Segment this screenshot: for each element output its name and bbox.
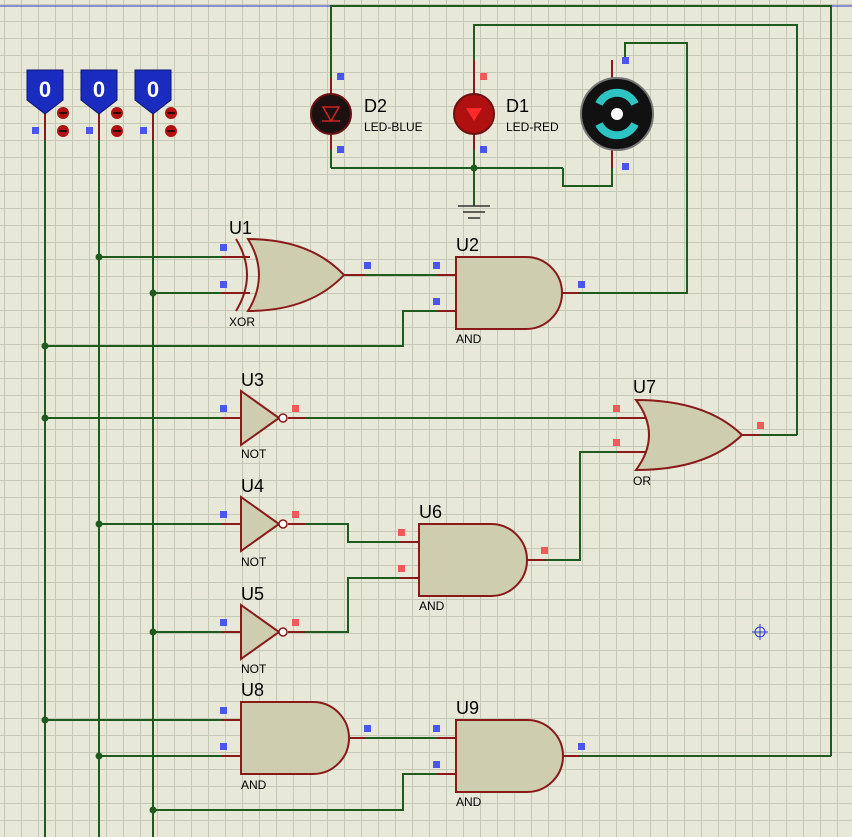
ref-label: U7 [633,377,656,397]
type-label: AND [241,778,267,792]
toggle-state: 0 [39,77,51,102]
type-label: OR [633,474,651,488]
logic-toggle-1[interactable]: 0 [26,69,69,140]
type-label: XOR [229,315,255,329]
type-label: AND [456,795,482,809]
type-label: NOT [241,555,267,569]
gate-u7-or[interactable]: U7 OR [613,377,764,488]
type-label: NOT [241,662,267,676]
ref-label: U9 [456,698,479,718]
ref-label: U3 [241,370,264,390]
led-d1[interactable]: D1 LED-RED [453,60,559,153]
logic-toggle-3[interactable]: 0 [134,69,177,140]
ref-label: U8 [241,680,264,700]
gate-u3-not[interactable]: U3 NOT [220,370,305,461]
ground-symbol [458,200,490,219]
ref-label: D1 [506,96,529,116]
led-d2[interactable]: D2 LED-BLUE [310,73,423,153]
gate-u8-and[interactable]: U8 AND [220,680,371,792]
logic-toggle-2[interactable]: 0 [80,69,123,140]
origin-marker-icon [752,624,768,640]
gate-u2-and[interactable]: U2 AND [433,235,585,346]
ref-label: U5 [241,584,264,604]
junctions [41,164,478,814]
gate-u5-not[interactable]: U5 NOT [220,584,305,676]
toggle-state: 0 [147,77,159,102]
ref-label: D2 [364,96,387,116]
gate-u1-xor[interactable]: U1 XOR [220,218,371,329]
motor[interactable] [580,57,654,170]
ref-label: U1 [229,218,252,238]
gate-u4-not[interactable]: U4 NOT [220,476,305,569]
ref-label: U4 [241,476,264,496]
gate-u6-and[interactable]: U6 AND [398,502,548,613]
type-label: AND [419,599,445,613]
ref-label: U2 [456,235,479,255]
toggle-state: 0 [93,77,105,102]
type-label: NOT [241,447,267,461]
type-label: LED-BLUE [364,120,423,134]
ref-label: U6 [419,502,442,522]
type-label: LED-RED [506,120,559,134]
gate-u9-and[interactable]: U9 AND [433,698,585,809]
type-label: AND [456,332,482,346]
